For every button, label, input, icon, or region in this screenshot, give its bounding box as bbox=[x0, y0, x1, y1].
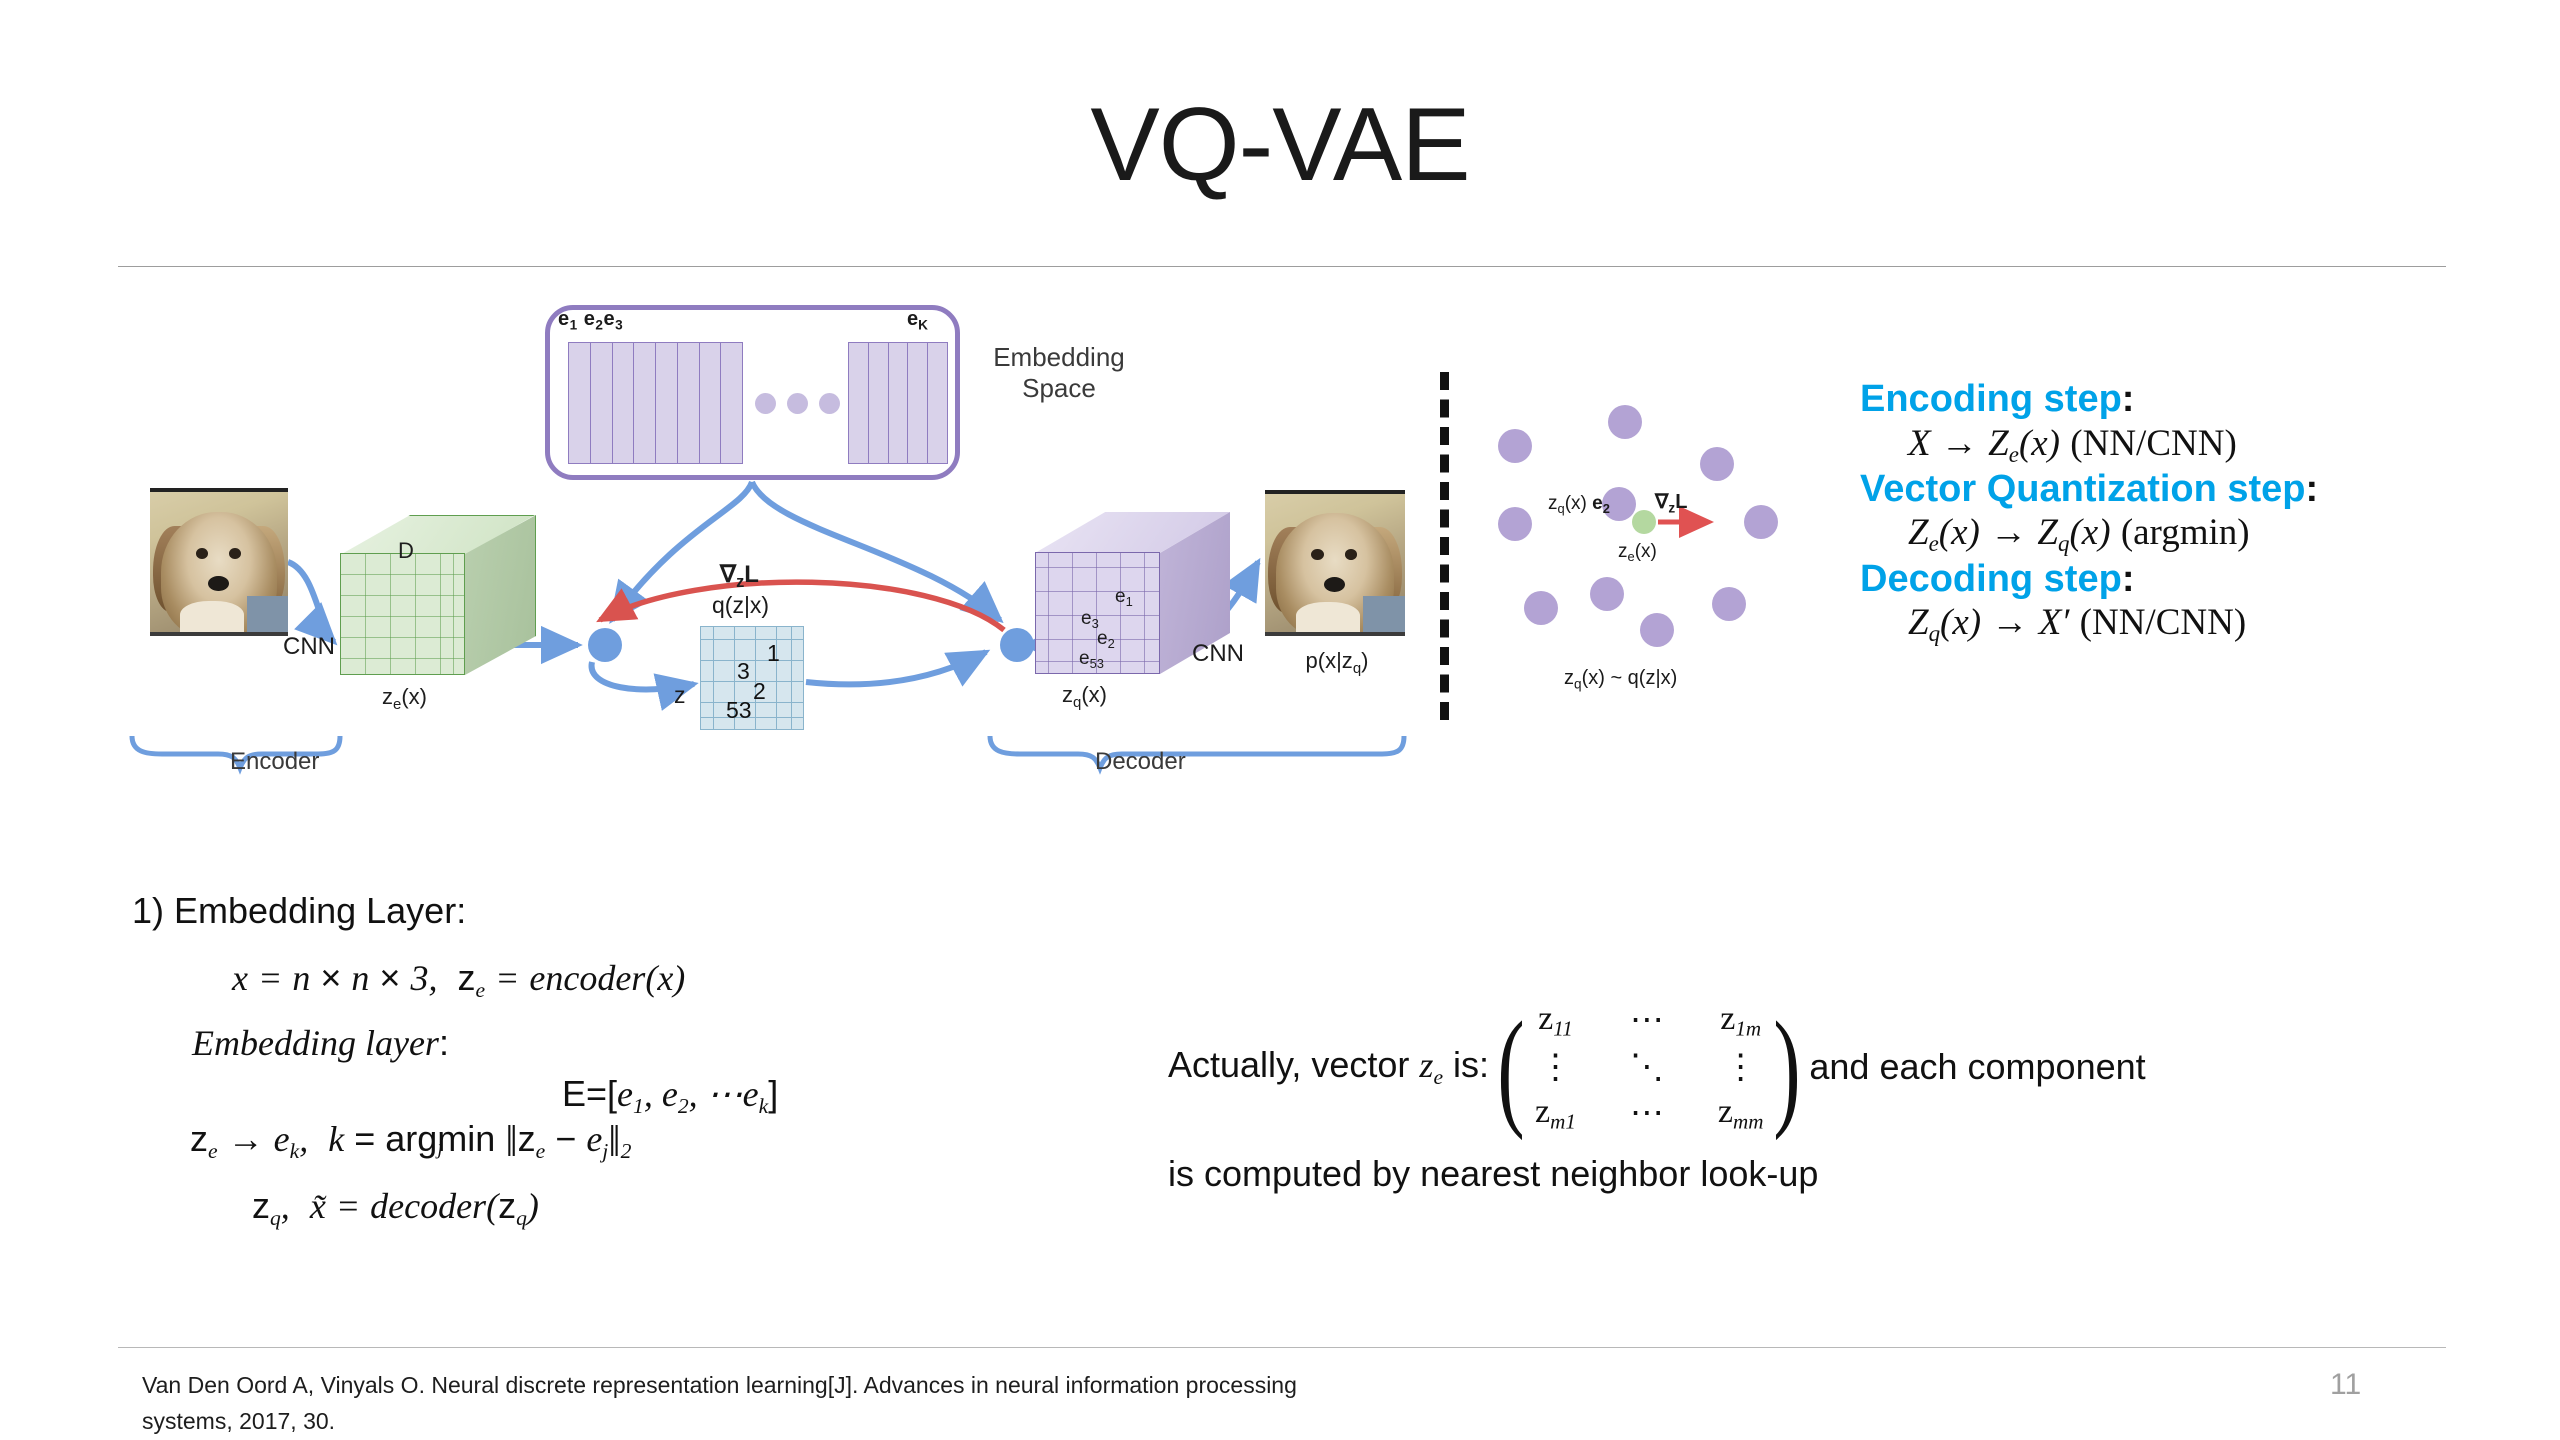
step-formula-vq: Ze(x) → Zq(x) (argmin) bbox=[1908, 512, 2250, 557]
codebook-dot bbox=[1590, 577, 1624, 611]
step-heading-vq: Vector Quantization step: bbox=[1860, 467, 2319, 510]
formula-codebook-set: E=[e1, e2, ⋯ek] bbox=[562, 1072, 779, 1118]
codebook-dot bbox=[1700, 447, 1734, 481]
encoder-cnn-label: CNN bbox=[283, 633, 335, 660]
vqvae-architecture-diagram: e1 e2e3 eK Embedding Space bbox=[0, 290, 1500, 830]
embedding-space-label-line1: Embedding bbox=[993, 342, 1125, 372]
decoder-output-label: zq(x) bbox=[1062, 682, 1107, 711]
matrix-right-paren: ) bbox=[1773, 993, 1802, 1141]
encoder-bracket-label: Encoder bbox=[230, 748, 320, 775]
zq-scatter-label: zq(x) e2 bbox=[1548, 493, 1610, 517]
encoder-output-label: ze(x) bbox=[382, 684, 427, 713]
scatter-gradient-label: ∇zL bbox=[1655, 491, 1688, 516]
codebook-ellipsis-dots bbox=[755, 392, 840, 414]
step-heading-decoding: Decoding step: bbox=[1860, 557, 2135, 600]
title-divider bbox=[118, 266, 2446, 267]
matrix-cell: ⋱ bbox=[1629, 1049, 1664, 1087]
matrix-cell: ⋯ bbox=[1629, 1095, 1664, 1133]
gradient-label: ∇zL bbox=[720, 561, 759, 592]
qzx-label: q(z|x) bbox=[712, 592, 770, 618]
formula-decoder-line: zq, x̃ = decoder(zq) bbox=[252, 1184, 539, 1230]
matrix-cell: z11 bbox=[1538, 1000, 1573, 1041]
decoder-code-label: e2 bbox=[1097, 628, 1115, 652]
decoder-bracket-label: Decoder bbox=[1095, 748, 1186, 775]
page-title: VQ-VAE bbox=[1090, 87, 1470, 203]
formulas-heading: 1) Embedding Layer: bbox=[132, 890, 467, 931]
footer-divider bbox=[118, 1347, 2446, 1348]
step-formula-decoding: Zq(x) → X′ (NN/CNN) bbox=[1908, 602, 2247, 647]
gradient-arrow bbox=[1658, 505, 1714, 538]
codebook-dot bbox=[1608, 405, 1642, 439]
vqvae-steps-list: Encoding step: X → Ze(x) (NN/CNN) Vector… bbox=[1860, 378, 2520, 648]
codebook-columns-right bbox=[848, 342, 948, 464]
matrix-cell: ⋯ bbox=[1629, 1002, 1664, 1039]
decoder-quantized-cube: e1 e3 e2 e53 bbox=[1035, 512, 1230, 674]
qzx-cell-value: 3 bbox=[737, 658, 750, 684]
ze-scatter-label: ze(x) bbox=[1618, 541, 1657, 565]
embedding-layer-formulas: 1) Embedding Layer: x = n × n × 3, ze = … bbox=[132, 890, 1132, 1233]
matrix-cell: z1m bbox=[1720, 1000, 1762, 1041]
quantization-node-left bbox=[588, 628, 622, 662]
vertical-dashed-divider bbox=[1440, 372, 1449, 720]
decoder-code-label: e3 bbox=[1081, 608, 1099, 632]
encoder-depth-label: D bbox=[398, 538, 414, 563]
quantization-node-right bbox=[1000, 628, 1034, 662]
matrix-suffix-text: and each component bbox=[1809, 1046, 2146, 1088]
qzx-grid: 1 3 2 53 bbox=[700, 626, 804, 730]
formula-embedding-layer-title: Embedding layer: bbox=[192, 1022, 449, 1064]
codebook-label-eK: eK bbox=[907, 308, 928, 333]
codebook-dot bbox=[1498, 429, 1532, 463]
codebook-columns-left bbox=[568, 342, 743, 464]
matrix-prefix-text: Actually, vector ze is: bbox=[1168, 1044, 1490, 1090]
encoder-feature-cube bbox=[340, 515, 536, 675]
ze-point bbox=[1632, 510, 1656, 534]
scatter-bottom-label: zq(x) ~ q(z|x) bbox=[1564, 667, 1678, 692]
codebook-dot bbox=[1524, 591, 1558, 625]
qzx-cell-value: 53 bbox=[726, 697, 752, 723]
matrix-cell: ⋮ bbox=[1723, 1049, 1758, 1087]
decoder-cnn-label: CNN bbox=[1192, 640, 1244, 667]
decoder-code-label: e1 bbox=[1115, 586, 1133, 610]
qzx-cell-value: 1 bbox=[767, 640, 780, 666]
reconstructed-image-dog bbox=[1265, 490, 1405, 636]
latent-z-label: z bbox=[674, 682, 686, 708]
decoder-code-label: e53 bbox=[1079, 648, 1104, 672]
codebook-dot bbox=[1744, 505, 1778, 539]
matrix-cell: zm1 bbox=[1535, 1093, 1576, 1134]
reconstruction-likelihood-label: p(x|zq) bbox=[1305, 648, 1369, 677]
citation-text: Van Den Oord A, Vinyals O. Neural discre… bbox=[142, 1372, 1297, 1434]
embedding-space-label-line2: Space bbox=[1022, 373, 1096, 404]
codebook-label-e1-e2-e3: e1 e2e3 bbox=[558, 308, 624, 333]
page-number: 11 bbox=[2330, 1368, 2362, 1401]
qzx-cell-value: 2 bbox=[753, 678, 766, 704]
step-formula-encoding: X → Ze(x) (NN/CNN) bbox=[1908, 422, 2237, 467]
embedding-space-box bbox=[545, 305, 960, 480]
codebook-dot-selected bbox=[1602, 487, 1636, 521]
codebook-dot bbox=[1640, 613, 1674, 647]
codebook-space-scatter: zq(x) e2 ze(x) ∇zL zq(x) ~ q(z|x) bbox=[1480, 385, 1800, 705]
ze-matrix: z11 ⋯ z1m ⋮ ⋱ ⋮ zm1 ⋯ zmm bbox=[1535, 1000, 1763, 1135]
codebook-dot bbox=[1712, 587, 1746, 621]
formula-encoder-line: x = n × n × 3, ze = encoder(x) bbox=[232, 957, 686, 1002]
input-image-dog bbox=[150, 488, 288, 636]
ze-matrix-explanation: Actually, vector ze is: ( z11 ⋯ z1m ⋮ ⋱ … bbox=[1168, 1000, 2498, 1195]
codebook-dot bbox=[1498, 507, 1532, 541]
matrix-explanation-line2: is computed by nearest neighbor look-up bbox=[1168, 1152, 1819, 1194]
step-heading-encoding: Encoding step: bbox=[1860, 378, 2135, 420]
embedding-space-label: Embedding Space bbox=[984, 342, 1134, 404]
matrix-cell: ⋮ bbox=[1538, 1049, 1573, 1087]
matrix-left-paren: ( bbox=[1497, 993, 1525, 1141]
matrix-cell: zmm bbox=[1717, 1093, 1764, 1134]
